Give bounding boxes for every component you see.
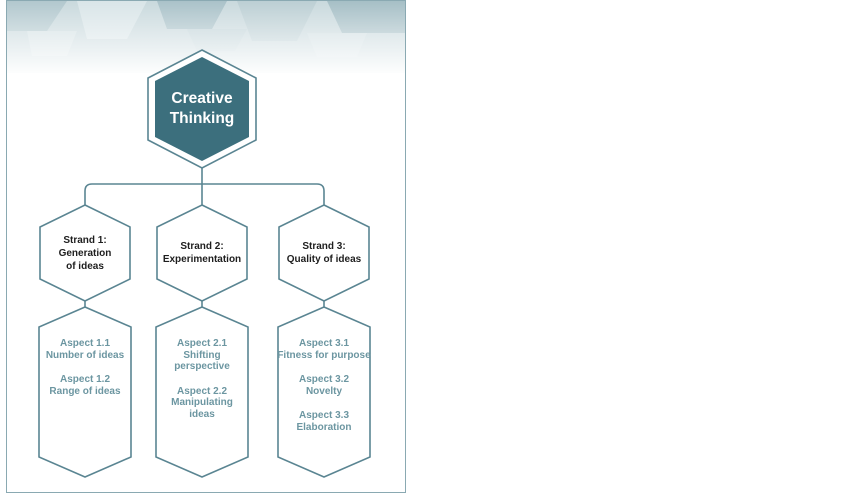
aspect-item-line: Aspect 1.2 (59, 374, 111, 385)
strand-hexagon (39, 204, 131, 302)
strand-label-line: Strand 1: (63, 234, 107, 246)
strand-label-line: Strand 3: (302, 241, 346, 252)
strand-label-line: Strand 2: (180, 241, 224, 252)
aspect-item-line: Fitness for purpose (277, 349, 371, 361)
aspect-hexagon (277, 306, 371, 478)
aspect-item-line: Aspect 3.2 (298, 374, 350, 385)
aspect-item-line: ideas (189, 408, 215, 420)
connector-lines (84, 168, 325, 307)
aspect-hexagon (155, 306, 249, 478)
strand-label-line: of ideas (66, 260, 104, 272)
strand-label-line: Quality of ideas (286, 254, 362, 265)
hierarchy-diagram (7, 1, 405, 478)
strand-label: Strand 2: Experimentation (152, 240, 252, 266)
root-hexagon-fill (155, 57, 249, 161)
aspect-item-line: Aspect 2.2 (176, 385, 228, 397)
strand-label: Strand 3: Quality of ideas (274, 240, 374, 266)
root-label-line: Thinking (169, 110, 235, 127)
aspect-item-line: Shifting (183, 349, 221, 361)
aspect-item-line: perspective (174, 361, 230, 372)
strand-label-line: Experimentation (162, 254, 242, 265)
aspect-item-line: Number of ideas (45, 349, 125, 361)
aspect-item-line: Aspect 1.1 (59, 338, 111, 349)
aspect-item-line: Aspect 3.1 (298, 338, 350, 349)
aspect-item-line: Aspect 2.1 (176, 338, 228, 349)
bus-connector (84, 183, 325, 205)
strand-hexagon (278, 204, 370, 302)
strand-hexagon (156, 204, 248, 302)
aspect-hexagon (38, 306, 132, 478)
root-label-line: Creative (171, 90, 233, 107)
strand-label-line: Generation (58, 247, 112, 259)
aspect-item-line: Novelty (305, 385, 343, 397)
hexagon-nodes (38, 49, 371, 478)
aspect-item-line: Elaboration (296, 421, 352, 433)
aspect-item-line: Range of ideas (49, 385, 121, 397)
aspect-item-line: Manipulating (171, 397, 233, 408)
aspect-item-line: Aspect 3.3 (298, 410, 350, 421)
